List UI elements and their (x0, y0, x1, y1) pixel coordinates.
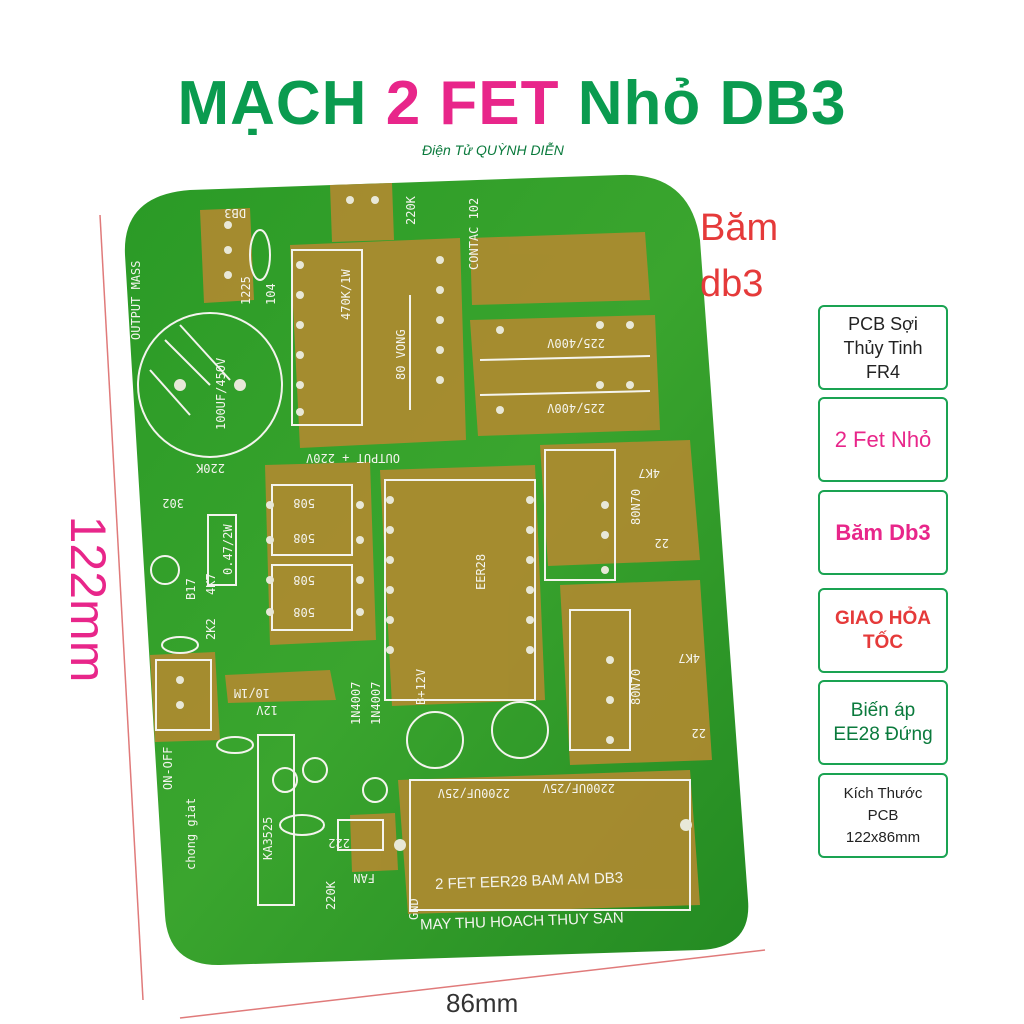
svg-text:chong giat: chong giat (184, 798, 198, 870)
tag-text: GIAO HỎA TỐC (834, 607, 932, 653)
svg-text:ON-OFF: ON-OFF (161, 747, 175, 790)
title-part2: 2 FET (385, 69, 560, 138)
tag-text: Kích Thước PCB 122x86mm (843, 784, 923, 846)
silkscreen-labels: DB3 OUTPUT MASS 100UF/450V 1225 104 470K… (129, 195, 706, 920)
svg-text:1N4007: 1N4007 (369, 682, 383, 725)
svg-text:4K7: 4K7 (638, 466, 660, 480)
svg-text:12V: 12V (256, 703, 278, 717)
svg-text:220K: 220K (404, 195, 418, 225)
tag-text: 2 Fet Nhỏ (834, 426, 932, 452)
page-title: MẠCH 2 FET Nhỏ DB3 (0, 68, 1024, 139)
svg-text:4K7: 4K7 (204, 573, 218, 595)
drill-holes (174, 196, 692, 851)
svg-text:220K: 220K (195, 461, 225, 475)
svg-text:KA3525: KA3525 (261, 817, 275, 860)
tag-text: Băm Db3 (835, 519, 931, 545)
svg-text:OUTPUT + 220V: OUTPUT + 220V (306, 451, 400, 465)
svg-text:22: 22 (655, 536, 669, 550)
svg-text:302: 302 (162, 496, 184, 510)
svg-text:2200UF/25V: 2200UF/25V (438, 786, 510, 800)
svg-text:100UF/450V: 100UF/450V (214, 358, 228, 430)
svg-text:GND: GND (407, 898, 421, 920)
side-note-line2: db3 (700, 263, 764, 305)
svg-text:4K7: 4K7 (678, 651, 700, 665)
svg-text:1N4007: 1N4007 (349, 682, 363, 725)
width-label: 86mm (446, 988, 519, 1018)
pcb-text-line1: 2 FET EER28 BAM AM DB3 (435, 869, 624, 893)
svg-text:225/400V: 225/400V (547, 401, 605, 415)
svg-text:2200UF/25V: 2200UF/25V (543, 781, 615, 795)
svg-text:EER28: EER28 (474, 554, 488, 590)
svg-text:470K/1W: 470K/1W (339, 269, 353, 320)
title-part3: Nhỏ DB3 (577, 69, 847, 138)
svg-text:508: 508 (293, 496, 315, 510)
svg-text:2K2: 2K2 (204, 618, 218, 640)
svg-text:222: 222 (328, 836, 350, 850)
svg-text:508: 508 (293, 605, 315, 619)
svg-text:1225: 1225 (239, 276, 253, 305)
svg-text:10/1M: 10/1M (234, 686, 270, 700)
svg-text:OUTPUT MASS: OUTPUT MASS (129, 261, 143, 340)
height-label: 122mm (60, 515, 116, 683)
svg-text:80N70: 80N70 (629, 489, 643, 525)
side-note: Băm db3 (700, 200, 778, 312)
svg-text:225/400V: 225/400V (547, 336, 605, 350)
tag-text: PCB Sợi Thủy Tinh FR4 (843, 313, 923, 382)
svg-text:0.47/2W: 0.47/2W (221, 524, 235, 575)
tag-fast-delivery: GIAO HỎA TỐC (818, 588, 948, 673)
svg-text:FAN: FAN (353, 871, 375, 885)
svg-text:B+12V: B+12V (414, 669, 428, 705)
dimension-lines (99, 214, 766, 1019)
title-part1: MẠCH (177, 69, 368, 138)
tag-pcb-size: Kích Thước PCB 122x86mm (818, 773, 948, 858)
shop-name: Điện Tử QUỲNH DIỄN (422, 142, 564, 158)
svg-text:104: 104 (264, 283, 278, 305)
svg-text:508: 508 (293, 573, 315, 587)
svg-text:22: 22 (692, 726, 706, 740)
silkscreen (137, 229, 691, 911)
height-dimension: 122mm (58, 470, 118, 730)
copper-traces (150, 183, 712, 914)
svg-text:80N70: 80N70 (629, 669, 643, 705)
tag-pcb-material: PCB Sợi Thủy Tinh FR4 (818, 305, 948, 390)
tag-bam-db3: Băm Db3 (818, 490, 948, 575)
tag-2-fet: 2 Fet Nhỏ (818, 397, 948, 482)
svg-text:CONTAC 102: CONTAC 102 (467, 198, 481, 270)
side-note-line1: Băm (700, 207, 779, 249)
svg-text:220K: 220K (324, 880, 338, 910)
svg-text:DB3: DB3 (224, 206, 246, 220)
svg-text:80 VONG: 80 VONG (394, 329, 408, 380)
svg-text:B17: B17 (184, 578, 198, 600)
tag-text: Biến áp EE28 Đứng (833, 699, 933, 745)
svg-text:508: 508 (293, 531, 315, 545)
tag-transformer: Biến áp EE28 Đứng (818, 680, 948, 765)
